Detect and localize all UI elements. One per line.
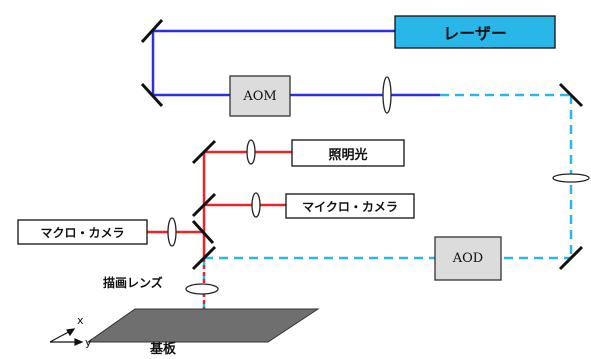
y-axis-arrowhead bbox=[74, 338, 84, 346]
macro-camera-box bbox=[17, 219, 148, 245]
mirror-illumination bbox=[191, 139, 217, 165]
substrate-plate bbox=[86, 308, 320, 343]
axis-x-label: x bbox=[77, 314, 84, 327]
aom-label: AOM bbox=[243, 88, 277, 104]
macro-camera-label: マクロ・カメラ bbox=[40, 225, 125, 240]
lens-right bbox=[552, 173, 590, 183]
drawing-lens-label: 描画レンズ bbox=[103, 276, 163, 290]
aod-label: AOD bbox=[452, 251, 484, 266]
lens-laser bbox=[382, 76, 392, 114]
lens-macro-camera bbox=[167, 217, 177, 247]
mirror-drawing bbox=[191, 245, 217, 271]
mirror-mid-left bbox=[140, 82, 164, 108]
aod-box bbox=[434, 236, 502, 281]
mirror-right-bottom bbox=[558, 245, 584, 271]
mirror-right-top bbox=[558, 82, 584, 108]
illumination-box bbox=[291, 139, 405, 167]
mirror-top-left bbox=[140, 18, 164, 44]
mirrors bbox=[140, 18, 584, 271]
substrate-label: 基板 bbox=[150, 342, 177, 357]
laser-beam-path bbox=[151, 29, 440, 97]
micro-camera-box bbox=[285, 193, 415, 219]
lens-illumination bbox=[246, 139, 256, 165]
lens-drawing bbox=[185, 283, 219, 295]
beamsplitter-micro bbox=[191, 192, 217, 218]
x-axis-arrowhead bbox=[66, 328, 76, 337]
lenses bbox=[167, 76, 590, 295]
laser-label: レーザー bbox=[443, 24, 507, 43]
lens-micro-camera bbox=[251, 192, 261, 218]
illumination-label: 照明光 bbox=[328, 147, 368, 163]
aom-box bbox=[229, 75, 291, 117]
micro-camera-label: マイクロ・カメラ bbox=[302, 199, 398, 214]
laser-box bbox=[394, 15, 556, 49]
axis-y-label: y bbox=[85, 336, 92, 349]
beamsplitter-macro bbox=[191, 219, 215, 245]
axis-indicator bbox=[49, 328, 84, 346]
